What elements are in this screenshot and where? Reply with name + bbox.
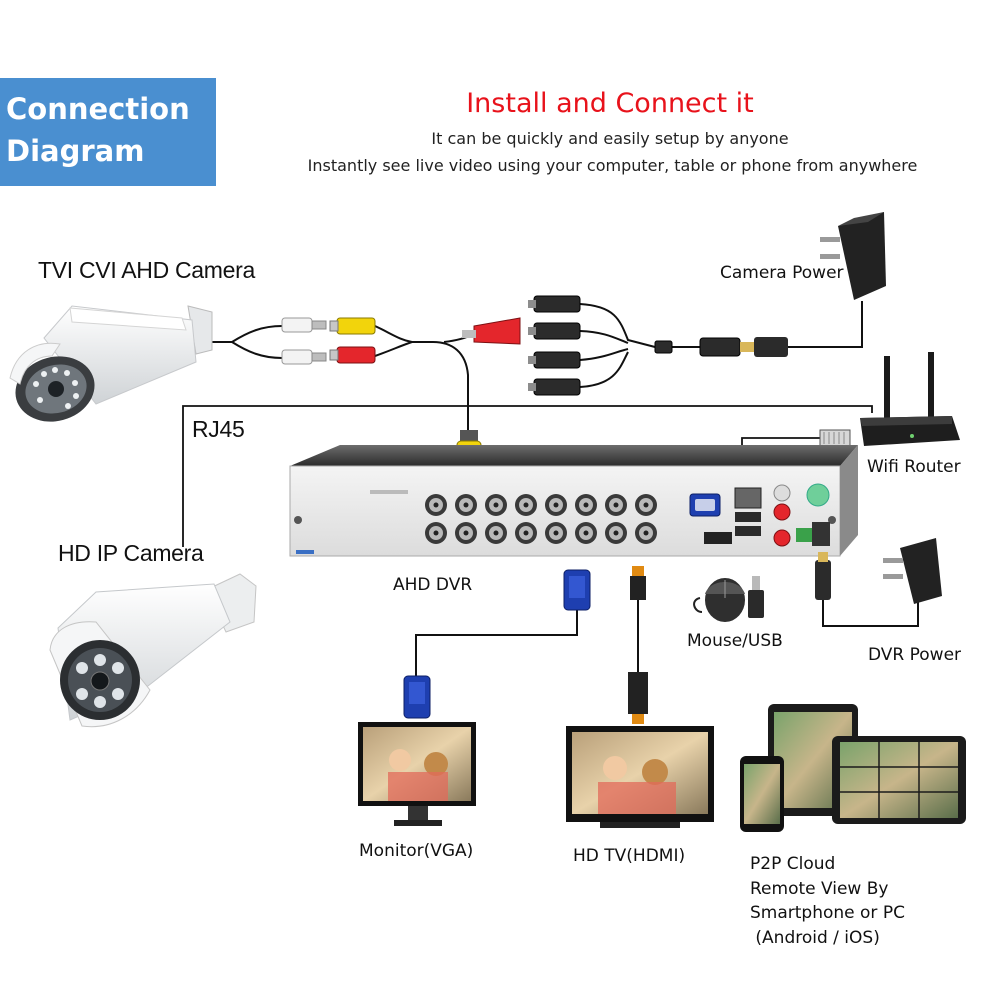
label-p2p-cloud: P2P Cloud Remote View By Smartphone or P… (750, 852, 905, 950)
label-camera-power: Camera Power (720, 263, 844, 283)
bnc-port (485, 494, 507, 516)
bnc-port (545, 494, 567, 516)
bnc-port (455, 522, 477, 544)
banner-line-2: Diagram (6, 134, 145, 168)
label-hdtv: HD TV(HDMI) (573, 846, 686, 866)
vga-plug-icon (403, 569, 591, 719)
power-splitter (528, 295, 788, 396)
p2p-line-3: Smartphone or PC (750, 903, 905, 923)
hdmi-tv (566, 726, 714, 828)
bnc-port-row-bottom (425, 522, 657, 544)
bnc-port (575, 522, 597, 544)
p2p-line-1: P2P Cloud (750, 854, 836, 874)
bnc-port (605, 494, 627, 516)
bnc-port (515, 494, 537, 516)
wifi-router-icon (860, 352, 960, 446)
mouse-usb-icon (693, 576, 764, 622)
subtitle-live-video: Instantly see live video using your comp… (307, 156, 918, 175)
dvr-power-adapter-icon (815, 538, 942, 604)
label-dvr-power: DVR Power (868, 645, 962, 665)
cables (182, 301, 919, 676)
label-dvr: AHD DVR (393, 575, 473, 595)
bnc-port (635, 522, 657, 544)
analog-bullet-camera (9, 305, 213, 422)
bnc-port (515, 522, 537, 544)
connection-diagram-banner: Connection Diagram (0, 78, 216, 186)
banner-line-1: Connection (6, 92, 190, 126)
label-rj45: RJ45 (192, 416, 245, 442)
bnc-port (425, 522, 447, 544)
camera-power-adapter-icon (820, 212, 886, 300)
label-monitor: Monitor(VGA) (359, 841, 474, 861)
label-wifi-router: Wifi Router (867, 457, 961, 477)
analog-camera-connectors (281, 317, 521, 476)
bnc-port (425, 494, 447, 516)
hdmi-plug-icon (628, 566, 648, 724)
label-ip-camera: HD IP Camera (58, 540, 204, 566)
ahd-dvr-unit (289, 445, 858, 557)
label-mouse-usb: Mouse/USB (687, 631, 783, 651)
bnc-port (455, 494, 477, 516)
page-title: Install and Connect it (466, 88, 754, 119)
bnc-port (605, 522, 627, 544)
remote-devices (740, 704, 966, 832)
ip-bullet-camera (49, 573, 257, 728)
bnc-port (635, 494, 657, 516)
subtitle-setup: It can be quickly and easily setup by an… (431, 129, 789, 148)
label-analog-camera: TVI CVI AHD Camera (38, 257, 255, 283)
bnc-port (545, 522, 567, 544)
p2p-line-2: Remote View By (750, 878, 889, 899)
p2p-line-4: (Android / iOS) (750, 927, 880, 948)
bnc-port (485, 522, 507, 544)
bnc-port (575, 494, 597, 516)
bnc-port-row-top (425, 494, 657, 516)
vga-monitor (358, 722, 476, 826)
